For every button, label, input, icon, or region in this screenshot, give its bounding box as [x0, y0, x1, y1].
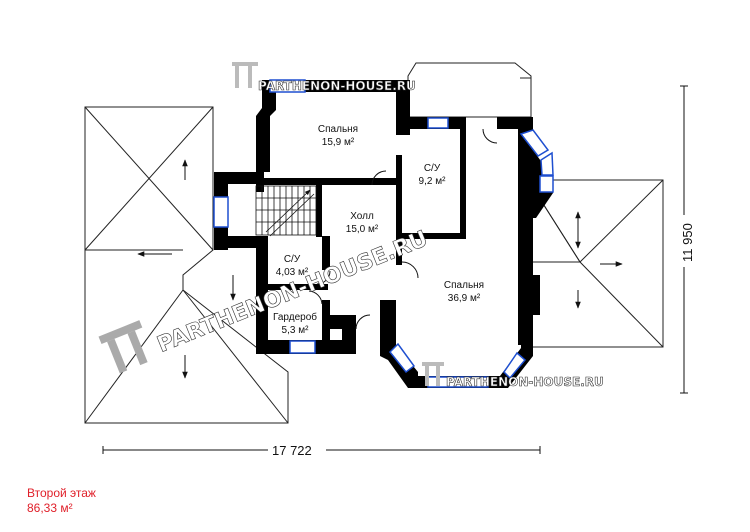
window — [213, 196, 229, 228]
room-label-bathroom-2: С/У 4,03 м² — [276, 254, 309, 278]
watermark-logo-top: PARTHENON-HOUSE.RU — [232, 62, 416, 93]
window — [289, 340, 316, 354]
door — [355, 314, 371, 330]
floor-caption: Второй этаж 86,33 м² — [27, 486, 96, 516]
svg-text:Холл: Холл — [350, 211, 374, 222]
wall — [402, 233, 460, 239]
wall — [380, 300, 396, 340]
window — [269, 79, 306, 93]
roof-left — [84, 106, 289, 424]
svg-text:С/У: С/У — [284, 254, 301, 265]
door — [482, 128, 498, 144]
wall — [396, 155, 402, 265]
door — [371, 170, 387, 186]
watermark-logo-bottom: PARTHENON-HOUSE.RU — [422, 362, 604, 389]
window — [427, 117, 449, 129]
room-label-hall: Холл 15,0 м² — [346, 211, 379, 235]
wall — [256, 236, 268, 354]
room-label-bathroom-1: С/У 9,2 м² — [419, 163, 447, 187]
roof-right — [527, 179, 664, 348]
watermark-text: PARTHENON-HOUSE.RU — [258, 79, 416, 93]
door — [401, 261, 419, 279]
room-label-wardrobe: Гардероб 5,3 м² — [273, 311, 317, 336]
dimension-depth: 11 950 — [676, 85, 695, 394]
window — [540, 151, 554, 176]
doors — [308, 128, 498, 330]
window — [388, 342, 416, 374]
window — [503, 351, 527, 380]
svg-text:Гардероб: Гардероб — [273, 311, 317, 323]
svg-text:5,3 м²: 5,3 м² — [282, 325, 310, 336]
roof-slope-arrows — [137, 159, 623, 379]
dimension-width-label: 17 722 — [272, 443, 312, 458]
wall — [342, 315, 356, 354]
floor-total-area: 86,33 м² — [27, 501, 73, 515]
watermark-text: PARTHENON-HOUSE.RU — [446, 375, 604, 389]
wall — [228, 172, 256, 184]
wall — [256, 178, 396, 185]
svg-text:15,9 м²: 15,9 м² — [322, 137, 355, 148]
wall — [528, 275, 540, 315]
dimension-depth-label: 11 950 — [680, 223, 695, 262]
svg-text:Спальня: Спальня — [444, 280, 484, 291]
walls — [214, 80, 553, 388]
windows — [213, 79, 554, 388]
top-bay — [407, 62, 532, 118]
svg-text:С/У: С/У — [424, 163, 441, 174]
svg-text:9,2 м²: 9,2 м² — [419, 176, 447, 187]
door — [308, 290, 323, 305]
svg-text:15,0 м²: 15,0 м² — [346, 224, 379, 235]
dimension-width: 17 722 — [102, 442, 541, 458]
room-label-bedroom-1: Спальня 15,9 м² — [318, 124, 358, 148]
wall — [268, 284, 328, 290]
window — [539, 175, 554, 193]
wall — [322, 300, 330, 354]
svg-text:Спальня: Спальня — [318, 124, 358, 135]
staircase — [255, 185, 317, 237]
door — [316, 270, 331, 285]
room-label-bedroom-2: Спальня 36,9 м² — [444, 280, 484, 304]
svg-text:36,9 м²: 36,9 м² — [448, 293, 481, 304]
floor-title: Второй этаж — [27, 486, 96, 500]
svg-text:4,03 м²: 4,03 м² — [276, 267, 309, 278]
window — [519, 129, 550, 157]
wall — [316, 185, 322, 237]
wall — [228, 236, 256, 248]
wall — [322, 236, 330, 270]
wall — [460, 129, 466, 239]
